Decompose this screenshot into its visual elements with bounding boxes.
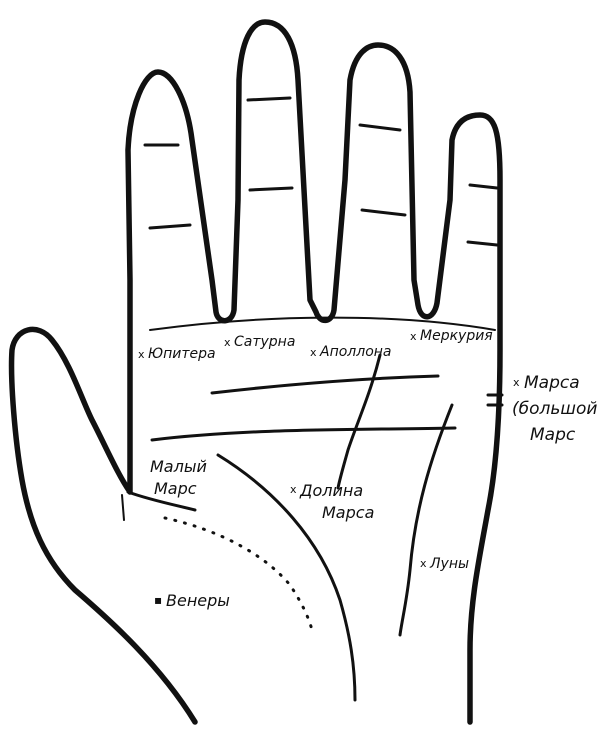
venus-dotted-line	[165, 518, 312, 630]
svg-text:x: x	[138, 348, 145, 361]
svg-text:x: x	[420, 557, 427, 570]
svg-text:x: x	[290, 483, 297, 496]
label-venus: Венеры	[166, 591, 230, 610]
svg-text:x: x	[224, 336, 231, 349]
label-apollo: Аполлона	[319, 344, 392, 360]
fate-line	[338, 355, 380, 488]
heart-line	[212, 376, 438, 393]
head-line	[152, 428, 455, 440]
label-mars-big-3: Марс	[530, 425, 576, 445]
thumb-crease-small	[122, 495, 124, 520]
label-saturn: Сатурна	[234, 334, 295, 350]
label-plain-2: Марса	[322, 503, 374, 522]
label-mars-small-2: Марс	[154, 479, 197, 498]
svg-text:▪: ▪	[154, 593, 162, 607]
moon-line	[400, 405, 452, 635]
label-moon: Луны	[429, 556, 469, 572]
label-jupiter: Юпитера	[148, 346, 216, 362]
label-mercury: Меркурия	[420, 328, 493, 344]
label-mars-small-1: Малый	[150, 457, 207, 476]
svg-text:x: x	[310, 346, 317, 359]
svg-text:x: x	[410, 330, 417, 343]
label-mars-big-1: Марса	[524, 373, 580, 393]
svg-text:x: x	[513, 376, 520, 389]
hand-outline	[12, 22, 500, 722]
label-mars-big-2: (большой	[512, 399, 597, 419]
label-plain-1: Долина	[299, 481, 363, 500]
